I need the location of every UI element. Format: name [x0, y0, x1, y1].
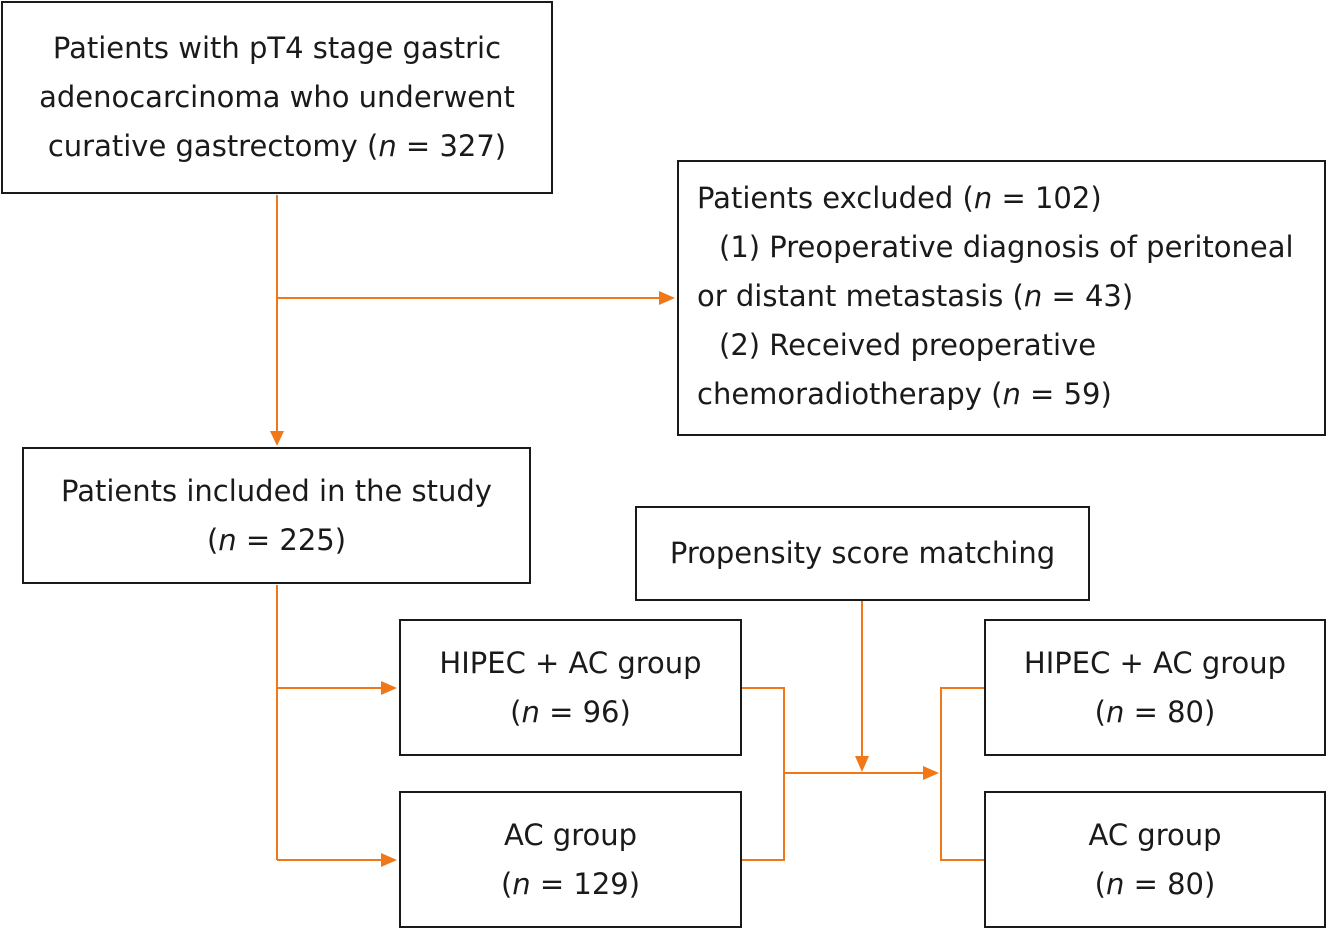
- arrowhead-to-excluded: [659, 291, 675, 305]
- hipec-ac-group-after-count: (n = 80): [1094, 694, 1216, 729]
- propensity-score-matching-label: Propensity score matching: [669, 536, 1056, 570]
- hipec-ac-group-before-box: HIPEC + AC group (n = 96): [399, 619, 742, 756]
- ac-group-before-box: AC group (n = 129): [399, 791, 742, 928]
- initial-cohort-line2: adenocarcinoma who underwent: [39, 80, 515, 114]
- ac-group-before-count: (n = 129): [500, 866, 641, 901]
- propensity-score-matching-box: Propensity score matching: [635, 506, 1090, 601]
- hipec-ac-group-before-label: HIPEC + AC group: [439, 645, 702, 680]
- excluded-title: Patients excluded (n = 102): [697, 181, 1102, 215]
- arrowhead-to-ac-before: [381, 853, 397, 867]
- arrowhead-merge: [923, 766, 939, 780]
- included-box: Patients included in the study (n = 225): [22, 447, 531, 584]
- excluded-reason-2-line1: (2) Received preoperative: [719, 328, 1097, 362]
- included-line2: (n = 225): [206, 522, 347, 557]
- included-line1: Patients included in the study: [61, 473, 492, 508]
- excluded-box: Patients excluded (n = 102) (1) Preopera…: [677, 160, 1326, 436]
- ac-group-after-label: AC group: [1088, 817, 1222, 852]
- initial-cohort-line1: Patients with pT4 stage gastric: [52, 31, 502, 65]
- arrowhead-psm: [855, 756, 869, 772]
- bracket-before-matching: [741, 687, 785, 861]
- bracket-after-matching: [940, 687, 984, 861]
- initial-cohort-line3: curative gastrectomy (n = 327): [47, 129, 507, 163]
- hipec-ac-group-after-label: HIPEC + AC group: [1023, 645, 1287, 680]
- hipec-ac-group-before-count: (n = 96): [510, 694, 631, 729]
- arrowhead-to-hipec-before: [381, 681, 397, 695]
- excluded-reason-1-line1: (1) Preoperative diagnosis of peritoneal: [719, 230, 1294, 264]
- excluded-reason-2-line2: chemoradiotherapy (n = 59): [697, 377, 1112, 411]
- arrowhead-to-included: [270, 431, 284, 446]
- ac-group-after-box: AC group (n = 80): [984, 791, 1326, 928]
- initial-cohort-box: Patients with pT4 stage gastric adenocar…: [1, 1, 553, 194]
- ac-group-before-label: AC group: [503, 817, 638, 852]
- ac-group-after-count: (n = 80): [1094, 866, 1216, 901]
- hipec-ac-group-after-box: HIPEC + AC group (n = 80): [984, 619, 1326, 756]
- excluded-reason-1-line2: or distant metastasis (n = 43): [697, 279, 1134, 313]
